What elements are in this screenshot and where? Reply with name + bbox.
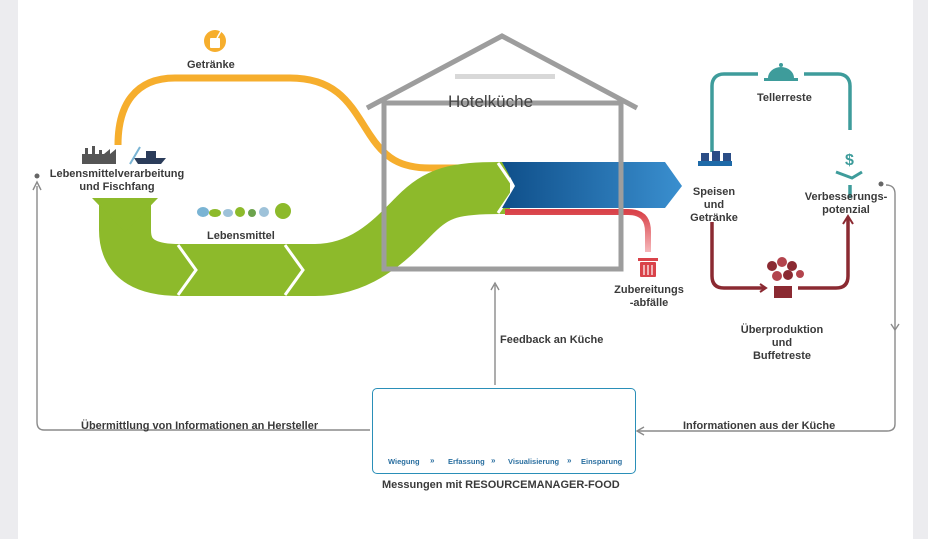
food-label: Lebensmittel	[207, 230, 275, 242]
vegetables-icon	[197, 203, 291, 219]
measurements-caption: Messungen mit RESOURCEMANAGER-FOOD	[382, 479, 620, 491]
from-kitchen-label: Informationen aus der Küche	[683, 420, 836, 432]
from-kitchen-connector	[638, 184, 896, 432]
house-title: Hotelküche	[448, 92, 534, 111]
drink-icon	[204, 30, 226, 52]
factory-icon	[82, 146, 116, 164]
food-flow	[99, 162, 510, 296]
step-weighing: Wiegung	[388, 457, 420, 466]
chevron-2	[283, 244, 305, 296]
dishes-label: Speisen und Getränke	[686, 186, 742, 225]
beverages-label: Getränke	[187, 59, 235, 71]
dishes-label-line3: Getränke	[690, 212, 738, 224]
industry-label-line2: und Fischfang	[79, 181, 155, 193]
output-flow	[502, 162, 682, 208]
arrow-down-right	[890, 323, 900, 332]
trash-icon	[638, 258, 658, 277]
waste-bin-icon	[767, 257, 804, 298]
hotel-kitchen-house	[365, 33, 639, 272]
serving-tray-icon	[698, 151, 732, 166]
overproduction-label-line3: Buffetreste	[752, 350, 812, 362]
to-manufacturer-label: Übermittlung von Informationen an Herste…	[81, 420, 319, 432]
overproduction-label-line1: Überproduktion	[740, 324, 824, 336]
prep-waste-label-line2: -abfälle	[629, 297, 669, 309]
dot-left	[34, 173, 40, 179]
overproduction-label: Überproduktion und Buffetreste	[732, 324, 832, 363]
improvement-label: Verbesserungs- potenzial	[796, 191, 896, 217]
arrow-left-into-panel	[635, 426, 645, 436]
plate-waste-label: Tellerreste	[757, 92, 812, 104]
industry-label: Lebensmittelverarbeitung und Fischfang	[42, 168, 192, 194]
arrow-up-feedback	[490, 281, 500, 291]
step-recording: Erfassung	[448, 457, 485, 466]
svg-text:$: $	[845, 152, 854, 169]
arrow-up-left	[32, 180, 42, 191]
step-separator-2: »	[491, 456, 496, 465]
food-flow-start-arrow	[92, 198, 158, 232]
money-hand-icon: $	[835, 152, 863, 180]
improvement-label-line1: Verbesserungs-	[804, 191, 888, 203]
loop-arrow-up	[842, 214, 854, 225]
beverage-flow	[114, 74, 520, 172]
step-savings: Einsparung	[581, 457, 623, 466]
plate-waste-loop	[710, 72, 852, 152]
prep-waste-label-line1: Zubereitungs	[614, 284, 684, 296]
prep-waste-flow	[505, 209, 651, 252]
chevron-1	[176, 244, 198, 296]
step-visualization: Visualisierung	[508, 457, 560, 466]
overproduction-label-line2: und	[771, 337, 793, 349]
resourcemanager-panel	[372, 388, 636, 474]
step-separator-1: »	[430, 456, 435, 465]
improvement-label-line2: potenzial	[822, 204, 870, 216]
loop-arrow-right	[759, 283, 768, 293]
dot-right	[878, 181, 884, 187]
dishes-label-line2: und	[703, 199, 725, 211]
overproduction-loop	[710, 218, 850, 290]
step-separator-3: »	[567, 456, 572, 465]
industry-label-line1: Lebensmittelverarbeitung	[49, 168, 185, 180]
dishes-label-line1: Speisen	[692, 186, 736, 198]
feedback-label: Feedback an Küche	[500, 334, 604, 346]
ship-icon	[129, 146, 166, 165]
prep-waste-label: Zubereitungs -abfälle	[604, 284, 694, 310]
to-manufacturer-connector	[36, 186, 370, 431]
cloche-icon	[764, 63, 798, 81]
